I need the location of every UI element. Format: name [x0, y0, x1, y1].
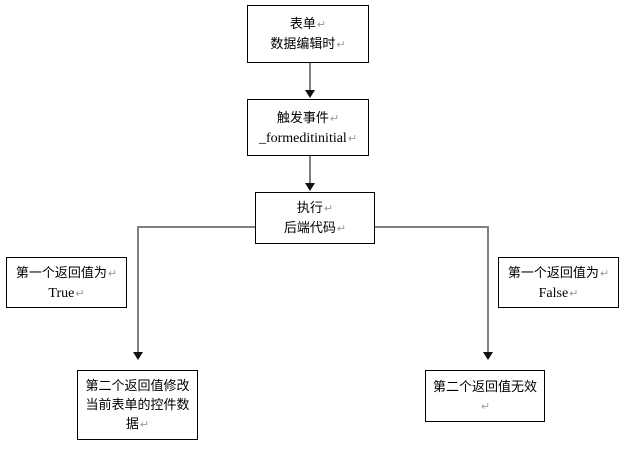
pilcrow-icon: ↵	[329, 111, 340, 125]
connector-trigger-to-execute	[309, 155, 311, 184]
node-second-return-modifies[interactable]: 第二个返回值修改当前表单的控件数据↵	[77, 370, 198, 440]
node-second-return-modifies-text: 第二个返回值修改当前表单的控件数据↵	[85, 378, 190, 431]
node-form-data-edit-line-1: 表单↵	[289, 16, 327, 31]
connector-form-to-trigger	[309, 62, 311, 92]
arrowhead-form-to-trigger	[305, 90, 315, 98]
connector-execute-left-branch	[137, 226, 256, 228]
connector-execute-right-branch	[374, 226, 489, 228]
pilcrow-icon: ↵	[316, 18, 327, 31]
node-execute-line-1: 执行↵	[296, 200, 334, 215]
node-trigger-event-line-2: _formeditinitial↵	[258, 130, 358, 146]
pilcrow-icon: ↵	[323, 202, 334, 215]
node-first-return-false[interactable]: 第一个返回值为↵ False↵	[498, 257, 619, 308]
pilcrow-icon: ↵	[480, 399, 491, 413]
node-first-return-false-line-1: 第一个返回值为↵	[507, 264, 610, 280]
node-form-data-edit-line-2: 数据编辑时↵	[270, 36, 346, 51]
pilcrow-icon: ↵	[107, 266, 118, 280]
arrowhead-left-branch	[133, 352, 143, 360]
node-trigger-event-line-1: 触发事件↵	[276, 109, 340, 125]
pilcrow-icon: ↵	[569, 286, 579, 300]
node-second-return-invalid-text: 第二个返回值无效↵	[432, 378, 537, 413]
pilcrow-icon: ↵	[75, 286, 85, 300]
node-first-return-true[interactable]: 第一个返回值为↵ True↵	[6, 257, 127, 308]
node-execute-line-2: 后端代码↵	[283, 220, 347, 235]
node-trigger-event[interactable]: 触发事件↵ _formeditinitial↵	[247, 99, 369, 156]
pilcrow-icon: ↵	[599, 266, 610, 280]
node-execute-backend-code[interactable]: 执行↵ 后端代码↵	[255, 192, 375, 244]
pilcrow-icon: ↵	[336, 38, 346, 51]
connector-left-branch-down	[137, 226, 139, 354]
node-first-return-false-line-2: False↵	[538, 285, 579, 301]
connector-right-branch-down	[487, 226, 489, 354]
node-first-return-true-line-2: True↵	[48, 285, 85, 301]
pilcrow-icon: ↵	[336, 222, 347, 235]
pilcrow-icon: ↵	[347, 131, 358, 145]
pilcrow-icon: ↵	[139, 418, 150, 431]
arrowhead-trigger-to-execute	[305, 183, 315, 191]
node-form-data-edit[interactable]: 表单↵ 数据编辑时↵	[247, 5, 369, 63]
node-second-return-invalid[interactable]: 第二个返回值无效↵	[425, 370, 545, 422]
arrowhead-right-branch	[483, 352, 493, 360]
node-first-return-true-line-1: 第一个返回值为↵	[15, 264, 118, 280]
